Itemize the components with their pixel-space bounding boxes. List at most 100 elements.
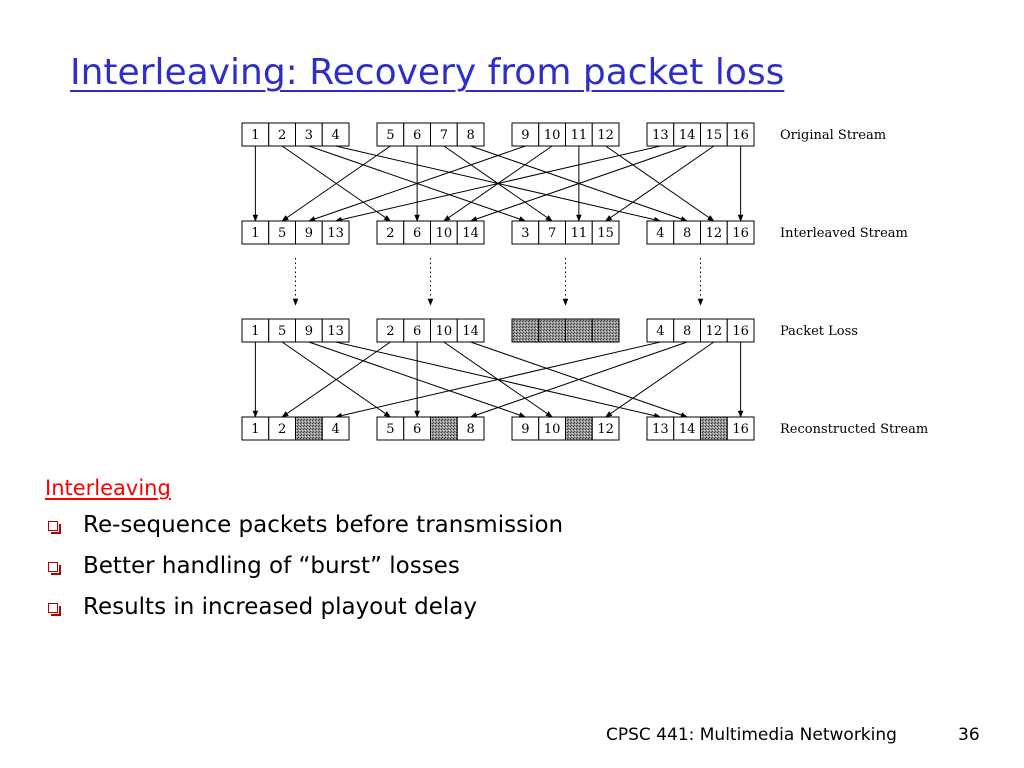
- cell-number: 11: [571, 128, 588, 143]
- cell-number: 14: [679, 128, 696, 143]
- packet-cell: [591, 220, 620, 245]
- lost-cell: [700, 416, 728, 441]
- bullet-text: Re-sequence packets before transmission: [83, 512, 564, 538]
- packet-cell: [591, 122, 620, 147]
- interleave-arrow: [469, 145, 688, 222]
- lost-cell: [430, 416, 458, 441]
- cell-number: 12: [597, 422, 614, 437]
- bullet-text: Better handling of “burst” losses: [83, 553, 460, 579]
- cell-number: 7: [440, 128, 448, 143]
- cell-number: 5: [386, 422, 394, 437]
- checkbox-bullet-icon: [48, 603, 61, 616]
- cell-number: 9: [521, 128, 529, 143]
- cell-number: 5: [278, 226, 286, 241]
- interleave-arrow: [334, 341, 661, 419]
- packet-cell: [726, 416, 755, 441]
- lost-cell: [565, 318, 593, 343]
- lost-cell: [511, 318, 540, 343]
- slide-title: Interleaving: Recovery from packet loss: [70, 52, 785, 93]
- lost-cell: [295, 416, 323, 441]
- cell-number: 2: [278, 422, 286, 437]
- packet-cell: [456, 416, 485, 441]
- interleave-arrow: [605, 145, 715, 222]
- cell-number: 10: [544, 128, 561, 143]
- packet-cell: [726, 122, 755, 147]
- cell-number: 13: [327, 324, 344, 339]
- cell-number: 10: [436, 226, 453, 241]
- packet-cell: [456, 318, 485, 343]
- cell-number: 16: [732, 226, 749, 241]
- cell-number: 1: [251, 128, 259, 143]
- cell-number: 8: [466, 128, 474, 143]
- packet-cell: [321, 220, 350, 245]
- cell-number: 6: [413, 422, 421, 437]
- cell-number: 14: [679, 422, 696, 437]
- cell-number: 6: [413, 324, 421, 339]
- cell-number: 8: [466, 422, 474, 437]
- cell-number: 7: [548, 226, 556, 241]
- packet-cell: [726, 220, 755, 245]
- row-label: Packet Loss: [780, 324, 858, 339]
- bullet-list: Re-sequence packets before transmission …: [48, 512, 563, 635]
- checkbox-bullet-icon: [48, 521, 61, 534]
- cell-number: 4: [331, 128, 339, 143]
- row-label: Original Stream: [780, 128, 886, 143]
- cell-number: 15: [597, 226, 614, 241]
- footer-course: CPSC 441: Multimedia Networking: [606, 725, 897, 745]
- cell-number: 6: [413, 226, 421, 241]
- cell-number: 8: [683, 226, 691, 241]
- cell-number: 12: [706, 324, 723, 339]
- bullet-item: Better handling of “burst” losses: [48, 553, 563, 594]
- cell-number: 8: [683, 324, 691, 339]
- packet-cell: [321, 318, 350, 343]
- cell-number: 9: [305, 226, 313, 241]
- packet-cell: [456, 122, 485, 147]
- cell-number: 9: [305, 324, 313, 339]
- cell-number: 12: [597, 128, 614, 143]
- cell-number: 13: [652, 422, 669, 437]
- lost-cell: [538, 318, 566, 343]
- cell-number: 11: [571, 226, 588, 241]
- cell-number: 5: [386, 128, 394, 143]
- cell-number: 3: [305, 128, 313, 143]
- interleave-arrow: [281, 145, 391, 222]
- checkbox-bullet-icon: [48, 562, 61, 575]
- cell-number: 5: [278, 324, 286, 339]
- cell-number: 6: [413, 128, 421, 143]
- interleave-arrow: [605, 341, 715, 418]
- cell-number: 2: [386, 226, 394, 241]
- cell-number: 4: [656, 226, 664, 241]
- cell-number: 1: [251, 422, 259, 437]
- packet-cell: [321, 416, 350, 441]
- cell-number: 4: [656, 324, 664, 339]
- interleave-arrow: [281, 341, 391, 418]
- lost-cell: [565, 416, 593, 441]
- cell-number: 3: [521, 226, 529, 241]
- row-label: Reconstructed Stream: [780, 422, 928, 437]
- cell-number: 13: [652, 128, 669, 143]
- page-number: 36: [958, 725, 980, 745]
- cell-number: 14: [462, 324, 479, 339]
- cell-number: 15: [706, 128, 723, 143]
- section-heading: Interleaving: [45, 476, 171, 500]
- cell-number: 14: [462, 226, 479, 241]
- cell-number: 1: [251, 324, 259, 339]
- cell-number: 10: [436, 324, 453, 339]
- bullet-item: Results in increased playout delay: [48, 594, 563, 635]
- cell-number: 4: [331, 422, 339, 437]
- packet-cell: [726, 318, 755, 343]
- cell-number: 16: [732, 128, 749, 143]
- cell-number: 13: [327, 226, 344, 241]
- bullet-item: Re-sequence packets before transmission: [48, 512, 563, 553]
- interleave-arrow: [469, 341, 688, 418]
- cell-number: 2: [278, 128, 286, 143]
- cell-number: 12: [706, 226, 723, 241]
- packet-cell: [591, 416, 620, 441]
- cell-number: 9: [521, 422, 529, 437]
- cell-number: 16: [732, 324, 749, 339]
- lost-cell: [591, 318, 620, 343]
- cell-number: 10: [544, 422, 561, 437]
- interleave-arrow: [334, 145, 661, 223]
- packet-cell: [456, 220, 485, 245]
